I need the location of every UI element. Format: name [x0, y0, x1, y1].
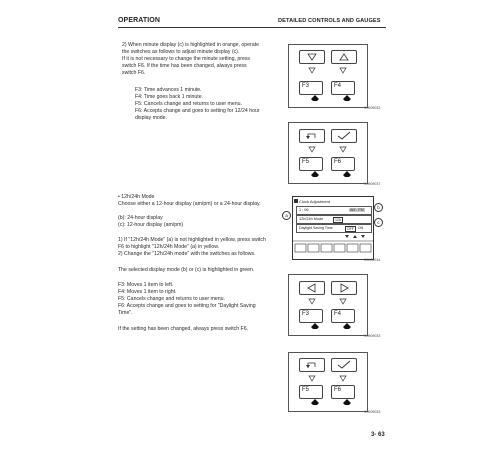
dst-on: ON: [358, 225, 364, 230]
key-f3: F3: Time advances 1 minute.: [135, 87, 202, 93]
figure-code-2: 9JH09037: [364, 182, 381, 186]
mode-line-b: (b): 24-hour display: [118, 215, 163, 221]
mode-label: 12h/24h Mode: [299, 217, 324, 221]
f4-switch[interactable]: F4: [331, 81, 355, 95]
screen-title-icon: [294, 199, 298, 203]
ampm-value: AM : PM: [349, 208, 365, 212]
confirm-button-2[interactable]: [331, 358, 357, 372]
figure-f5-f6-panel-2: F5 F6: [288, 352, 368, 412]
f5-switch[interactable]: F5: [299, 157, 323, 171]
finger-press-icons-5: [311, 399, 351, 405]
clock-screen: Clock Adjustment 1 : 06 AM : PM 12h/24h …: [292, 196, 374, 260]
figure-f3-f4-panel: F3 F4: [288, 44, 368, 108]
footer-note: If the setting has been changed, always …: [118, 326, 249, 332]
triangle-right-icon: [340, 283, 349, 293]
return-arrow-icon: [306, 362, 316, 368]
confirm-button[interactable]: [331, 129, 357, 143]
dst-off: OFF: [345, 225, 356, 232]
figure-code-3: 9JH09014: [364, 258, 381, 262]
return-arrow-icon: [306, 133, 316, 139]
s2-key-f6-cont: Time".: [118, 310, 133, 316]
clock-adjust-figure: a b c Clock Adjustment 1 : 06 AM : PM 12…: [282, 194, 383, 266]
mode-step-1-cont: F6 to highlight "12h/24h Mode" (a) in ye…: [118, 244, 220, 250]
s2-key-f6: F6: Accepts change and goes to setting f…: [118, 303, 256, 309]
f6-switch[interactable]: F6: [331, 157, 355, 171]
f4-switch-lr[interactable]: F4: [331, 309, 355, 323]
mode-value: 12h: [333, 216, 343, 223]
return-button-2[interactable]: [299, 358, 325, 372]
finger-press-icons: [311, 95, 351, 101]
figure-code-4: 9JH09033: [364, 334, 381, 338]
f5-switch-2[interactable]: F5: [299, 385, 323, 399]
intro-line-4: switch F6. If the time has been changed,…: [122, 63, 247, 69]
intro-line-5: switch F6.: [122, 70, 146, 76]
figure-code: 9JH09032: [364, 106, 381, 110]
row-time: 1 : 06 AM : PM: [296, 206, 372, 215]
row-dst[interactable]: Daylight Saving Time OFF ON: [296, 224, 372, 233]
figure-code-5: 9JH09033: [364, 410, 381, 414]
callout-c: c: [374, 218, 383, 227]
key-f4: F4: Time goes back 1 minute.: [135, 94, 204, 100]
screen-title: Clock Adjustment: [299, 199, 330, 204]
key-f5: F5: Cancels change and returns to user m…: [135, 101, 242, 107]
intro-line-3: If it is not necessary to change the min…: [122, 56, 251, 62]
row-12h24h[interactable]: 12h/24h Mode 12h: [296, 215, 372, 224]
checkmark-icon: [337, 360, 351, 369]
return-button[interactable]: [299, 129, 325, 143]
finger-press-icons-2: [311, 171, 351, 177]
s2-key-f5: F5: Cancels change and returns to user m…: [118, 296, 225, 302]
f3-switch-lr[interactable]: F3: [299, 309, 323, 323]
callout-a: a: [282, 211, 291, 220]
bullet-12h24h: • 12h/24h Mode: [118, 194, 155, 200]
triangle-up-icon: [339, 53, 349, 61]
figure-f5-f6-panel: F5 F6: [288, 122, 368, 184]
mode-line-1: Choose either a 12-hour display (am/pm) …: [118, 201, 261, 207]
f6-switch-2[interactable]: F6: [331, 385, 355, 399]
pointer-arrows-4: [308, 298, 347, 305]
triangle-left-icon: [307, 283, 316, 293]
intro-line-1: 2) When minute display (c) is highlighte…: [122, 42, 259, 48]
pointer-arrows: [308, 67, 347, 74]
section-title: OPERATION: [118, 17, 160, 24]
up-arrow-button-2[interactable]: [331, 50, 357, 64]
pointer-arrows-5: [308, 375, 347, 382]
highlight-note: The selected display mode (b) or (c) is …: [118, 267, 255, 273]
f3-switch[interactable]: F3: [299, 81, 323, 95]
key-f6-cont: display mode.: [135, 115, 168, 121]
screen-button-row: [293, 235, 373, 253]
chapter-title: DETAILED CONTROLS AND GAUGES: [278, 18, 381, 24]
header-rule: [118, 27, 386, 29]
dst-label: Daylight Saving Time: [299, 226, 333, 230]
left-arrow-button[interactable]: [299, 281, 325, 295]
s2-key-f3: F3: Moves 1 item to left.: [118, 282, 174, 288]
mode-step-2: 2) Change the "12h/24h mode" with the sw…: [118, 251, 256, 257]
right-arrow-button[interactable]: [331, 281, 357, 295]
triangle-down-icon: [307, 53, 317, 61]
mode-line-c: (c): 12-hour display (am/pm): [118, 222, 184, 228]
intro-line-2: the switches as follows to adjust minute…: [122, 49, 240, 55]
callout-b: b: [374, 203, 383, 212]
s2-key-f4: F4: Moves 1 item to right.: [118, 289, 177, 295]
time-value: 1 : 06: [299, 208, 309, 212]
finger-press-icons-4: [311, 323, 351, 329]
page-number: 3- 63: [371, 432, 385, 438]
mode-step-1: 1) If "12h/24h Mode" (a) is not highligh…: [118, 237, 266, 243]
up-arrow-button[interactable]: [299, 50, 325, 64]
checkmark-icon: [337, 131, 351, 140]
key-f6: F6: Accepts change and goes to setting f…: [135, 108, 260, 114]
pointer-arrows-2: [308, 146, 347, 153]
figure-f3-f4-lr-panel: F3 F4: [288, 274, 368, 336]
